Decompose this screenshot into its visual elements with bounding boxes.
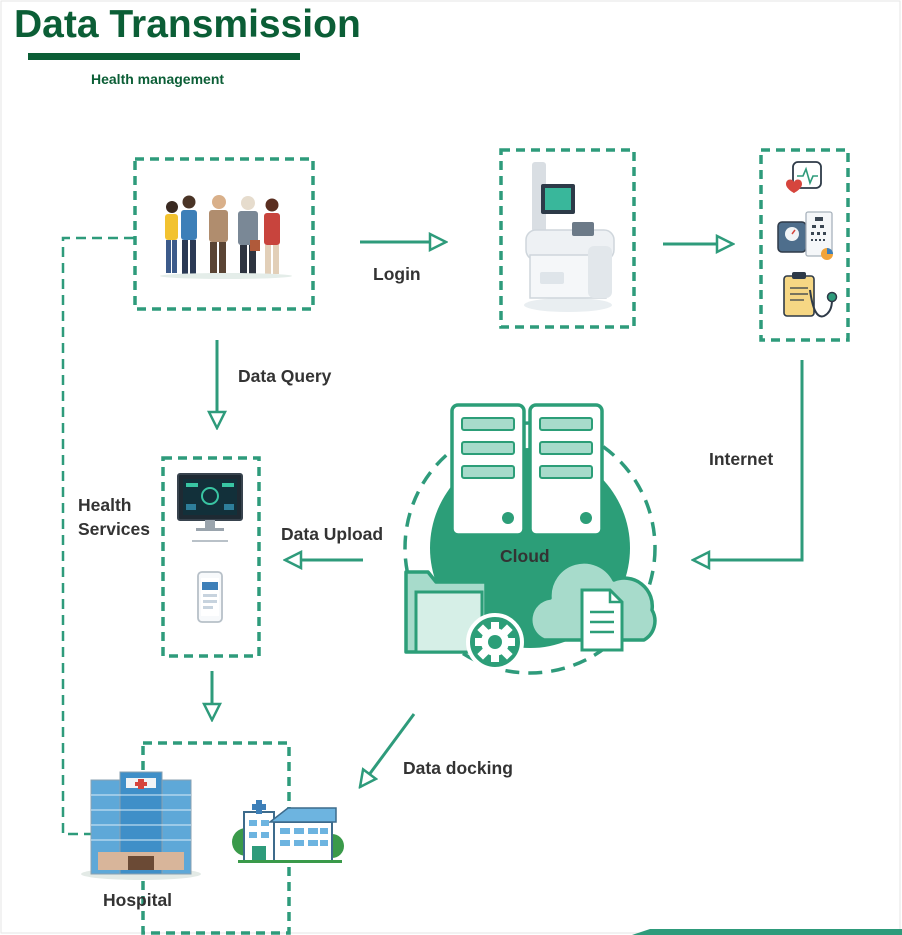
- eye-chart-icon: [805, 211, 833, 260]
- page-title: Data Transmission: [14, 3, 361, 46]
- scale-icon: [777, 221, 807, 253]
- data-query-label: Data Query: [238, 366, 332, 386]
- folder-icon: [404, 570, 488, 654]
- health-services-label-line2: Services: [78, 519, 151, 539]
- hospital-building-icon: [81, 771, 201, 880]
- data-docking-label: Data docking: [403, 758, 513, 778]
- title-underline: [28, 53, 300, 60]
- clinic-building-icon: [232, 800, 344, 863]
- clipboard-stethoscope-icon: [783, 272, 838, 318]
- feedback-loop-line: [61, 236, 134, 836]
- services-box: [161, 456, 261, 658]
- server-icon: [450, 403, 604, 537]
- monitor-icon: [177, 473, 243, 542]
- data-docking-arrow: [360, 713, 416, 787]
- internet-arrow: [693, 360, 804, 560]
- indicators-box: [759, 148, 850, 342]
- footer-accent-bar: [632, 929, 902, 935]
- hospital-label: Hospital: [103, 890, 173, 910]
- internet-label: Internet: [709, 449, 774, 469]
- gear-icon: [466, 613, 524, 671]
- people-icon: [160, 195, 292, 279]
- document-cloud-icon: [529, 560, 657, 652]
- kiosk-box: [499, 148, 636, 329]
- health-services-label-line1: Health: [78, 495, 132, 515]
- cloud-label: Cloud: [500, 546, 550, 566]
- health-kiosk-icon: [524, 162, 615, 312]
- heart-monitor-icon: [786, 161, 822, 193]
- login-label: Login: [373, 264, 421, 284]
- phone-icon: [197, 571, 223, 623]
- page-subtitle: Health management: [91, 71, 225, 87]
- data-upload-label: Data Upload: [281, 524, 384, 544]
